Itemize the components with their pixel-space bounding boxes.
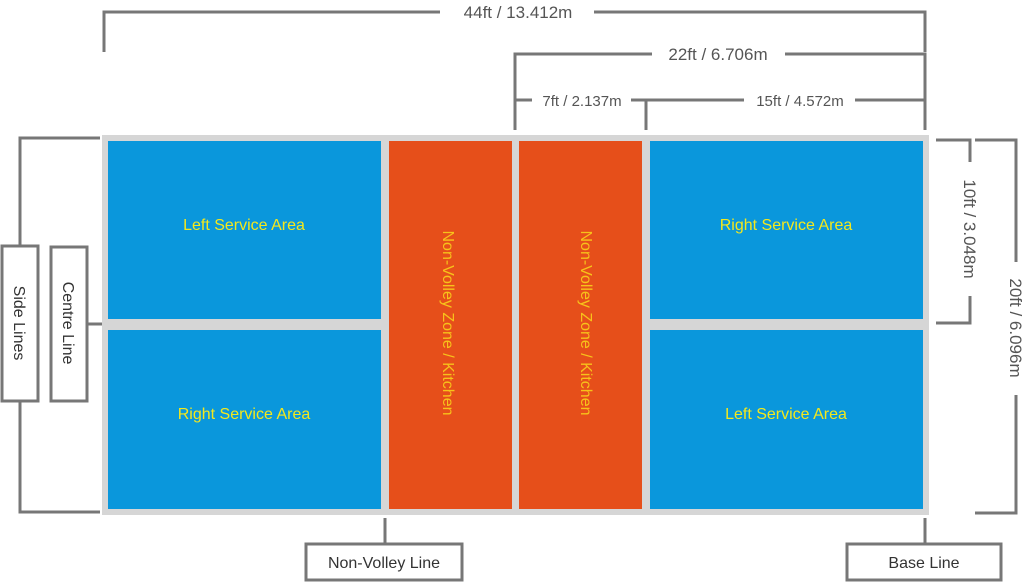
left-top-area-label: Left Service Area xyxy=(183,217,305,234)
kitchen-depth-label: 7ft / 2.137m xyxy=(542,93,621,110)
kitchen-right-label: Non-Volley Zone / Kitchen xyxy=(577,231,594,416)
kitchen-right xyxy=(519,141,642,509)
total-length-label: 44ft / 13.412m xyxy=(464,3,573,22)
side-lines-label: Side Lines xyxy=(10,286,27,361)
non-volley-line-box xyxy=(304,542,464,582)
centre-line-label: Centre Line xyxy=(59,282,76,365)
total-width-bracket xyxy=(975,138,1018,515)
right-top-area-label: Right Service Area xyxy=(720,217,853,234)
right-bottom-area-label: Left Service Area xyxy=(725,406,847,423)
side-lines-box xyxy=(0,244,40,403)
total-width-label: 20ft / 6.096m xyxy=(1006,278,1024,377)
kitchen-depth-bracket xyxy=(515,98,648,130)
base-line-box xyxy=(845,542,1003,582)
kitchen-left xyxy=(389,141,512,509)
kitchen-left-label: Non-Volley Zone / Kitchen xyxy=(439,231,456,416)
service-depth-label: 15ft / 4.572m xyxy=(756,93,844,110)
left-bottom-area-label: Right Service Area xyxy=(178,406,311,423)
left-bottom-service-area xyxy=(108,330,381,509)
right-top-service-area xyxy=(650,141,923,319)
half-width-bracket xyxy=(936,138,972,325)
left-top-service-area xyxy=(108,141,381,319)
half-width-label: 10ft / 3.048m xyxy=(960,179,979,278)
base-line-label: Base Line xyxy=(888,555,959,572)
centre-line-box xyxy=(49,245,89,403)
non-volley-line-label: Non-Volley Line xyxy=(328,555,440,572)
side-lines-bracket xyxy=(18,136,100,514)
half-length-label: 22ft / 6.706m xyxy=(668,45,767,64)
total-length-bracket xyxy=(102,10,927,52)
right-bottom-service-area xyxy=(650,330,923,509)
half-length-bracket xyxy=(513,52,927,130)
